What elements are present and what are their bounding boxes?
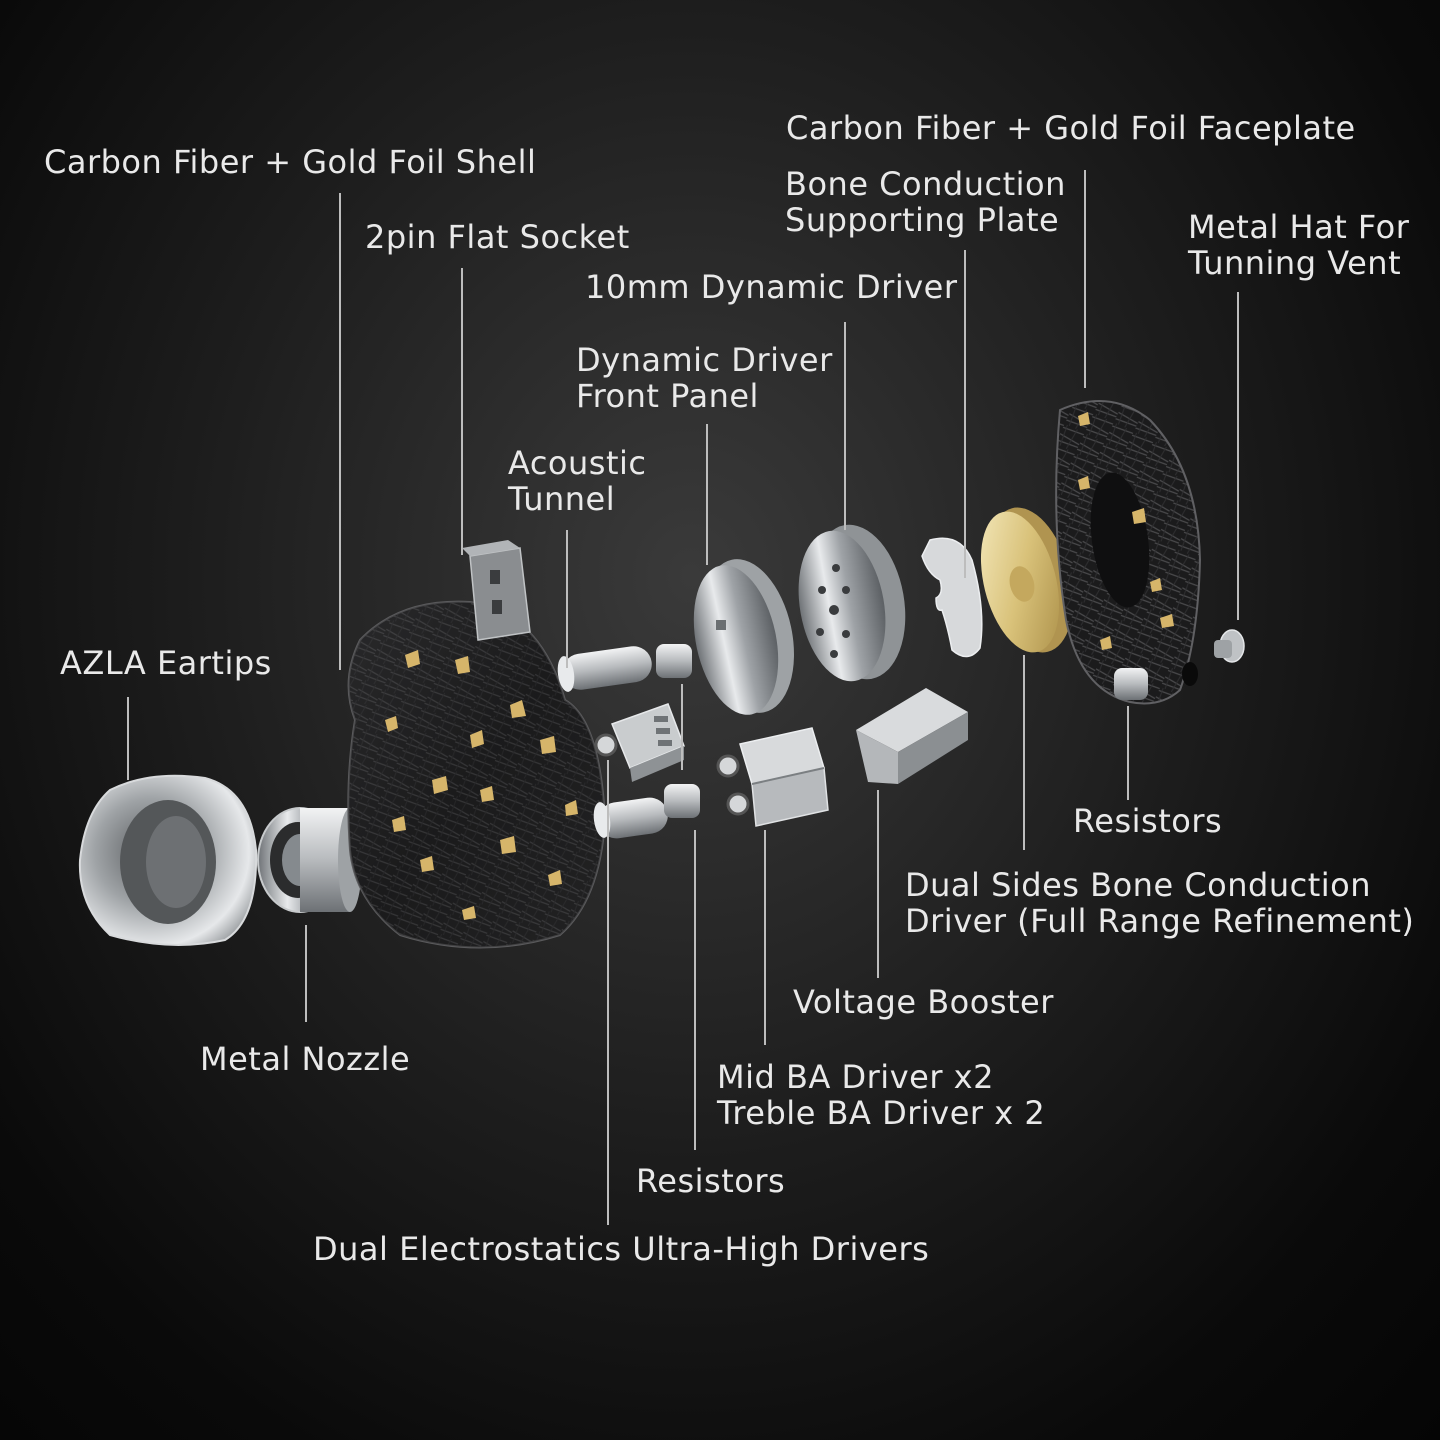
label-resistors-bottom: Resistors [636, 1162, 786, 1200]
label-voltage-booster: Voltage Booster [793, 983, 1054, 1021]
label-resistors-right: Resistors [1073, 802, 1223, 840]
electrostatic-driver [594, 703, 685, 782]
leader-lines [127, 170, 1239, 1225]
label-bone-driver-line2: Driver (Full Range Refinement) [905, 902, 1415, 940]
bone-supporting-plate [921, 537, 983, 658]
label-metal-hat-line1: Metal Hat For [1188, 208, 1410, 246]
label-dd-front-panel-line1: Dynamic Driver [576, 341, 833, 379]
carbon-shell [347, 600, 607, 949]
label-carbon-faceplate: Carbon Fiber + Gold Foil Faceplate [786, 109, 1356, 147]
label-bone-plate-line1: Bone Conduction [785, 165, 1066, 203]
label-metal-nozzle: Metal Nozzle [200, 1040, 411, 1078]
label-azla-eartips: AZLA Eartips [60, 644, 272, 682]
label-bone-plate-line2: Supporting Plate [785, 201, 1060, 239]
label-ba-line2: Treble BA Driver x 2 [717, 1094, 1046, 1132]
dynamic-driver [798, 524, 906, 682]
label-bone-driver-line1: Dual Sides Bone Conduction [905, 866, 1371, 904]
gold-foil-flakes [385, 650, 578, 920]
label-ba-line1: Mid BA Driver x2 [717, 1058, 994, 1096]
label-flat-socket: 2pin Flat Socket [365, 218, 630, 256]
dynamic-driver-front-panel [693, 559, 794, 715]
acoustic-tunnel [557, 646, 652, 692]
metal-hat [1214, 629, 1245, 663]
label-dynamic-driver: 10mm Dynamic Driver [585, 268, 958, 306]
bone-conduction-driver [980, 507, 1073, 653]
label-metal-hat-line2: Tunning Vent [1188, 244, 1402, 282]
carbon-faceplate [1055, 400, 1202, 705]
lower-tunnel [593, 797, 668, 839]
label-acoustic-tunnel-line2: Tunnel [508, 480, 616, 518]
label-electrostatics: Dual Electrostatics Ultra-High Drivers [313, 1230, 930, 1268]
label-acoustic-tunnel-line1: Acoustic [508, 444, 647, 482]
voltage-booster [856, 688, 968, 784]
resistor-small-lower [664, 784, 700, 818]
ba-drivers [716, 727, 829, 827]
label-carbon-shell: Carbon Fiber + Gold Foil Shell [44, 143, 537, 181]
flat-socket [462, 540, 531, 641]
label-dd-front-panel-line2: Front Panel [576, 377, 759, 415]
azla-eartip [78, 774, 258, 946]
metal-nozzle [257, 807, 362, 913]
resistor-small-upper [656, 644, 692, 678]
